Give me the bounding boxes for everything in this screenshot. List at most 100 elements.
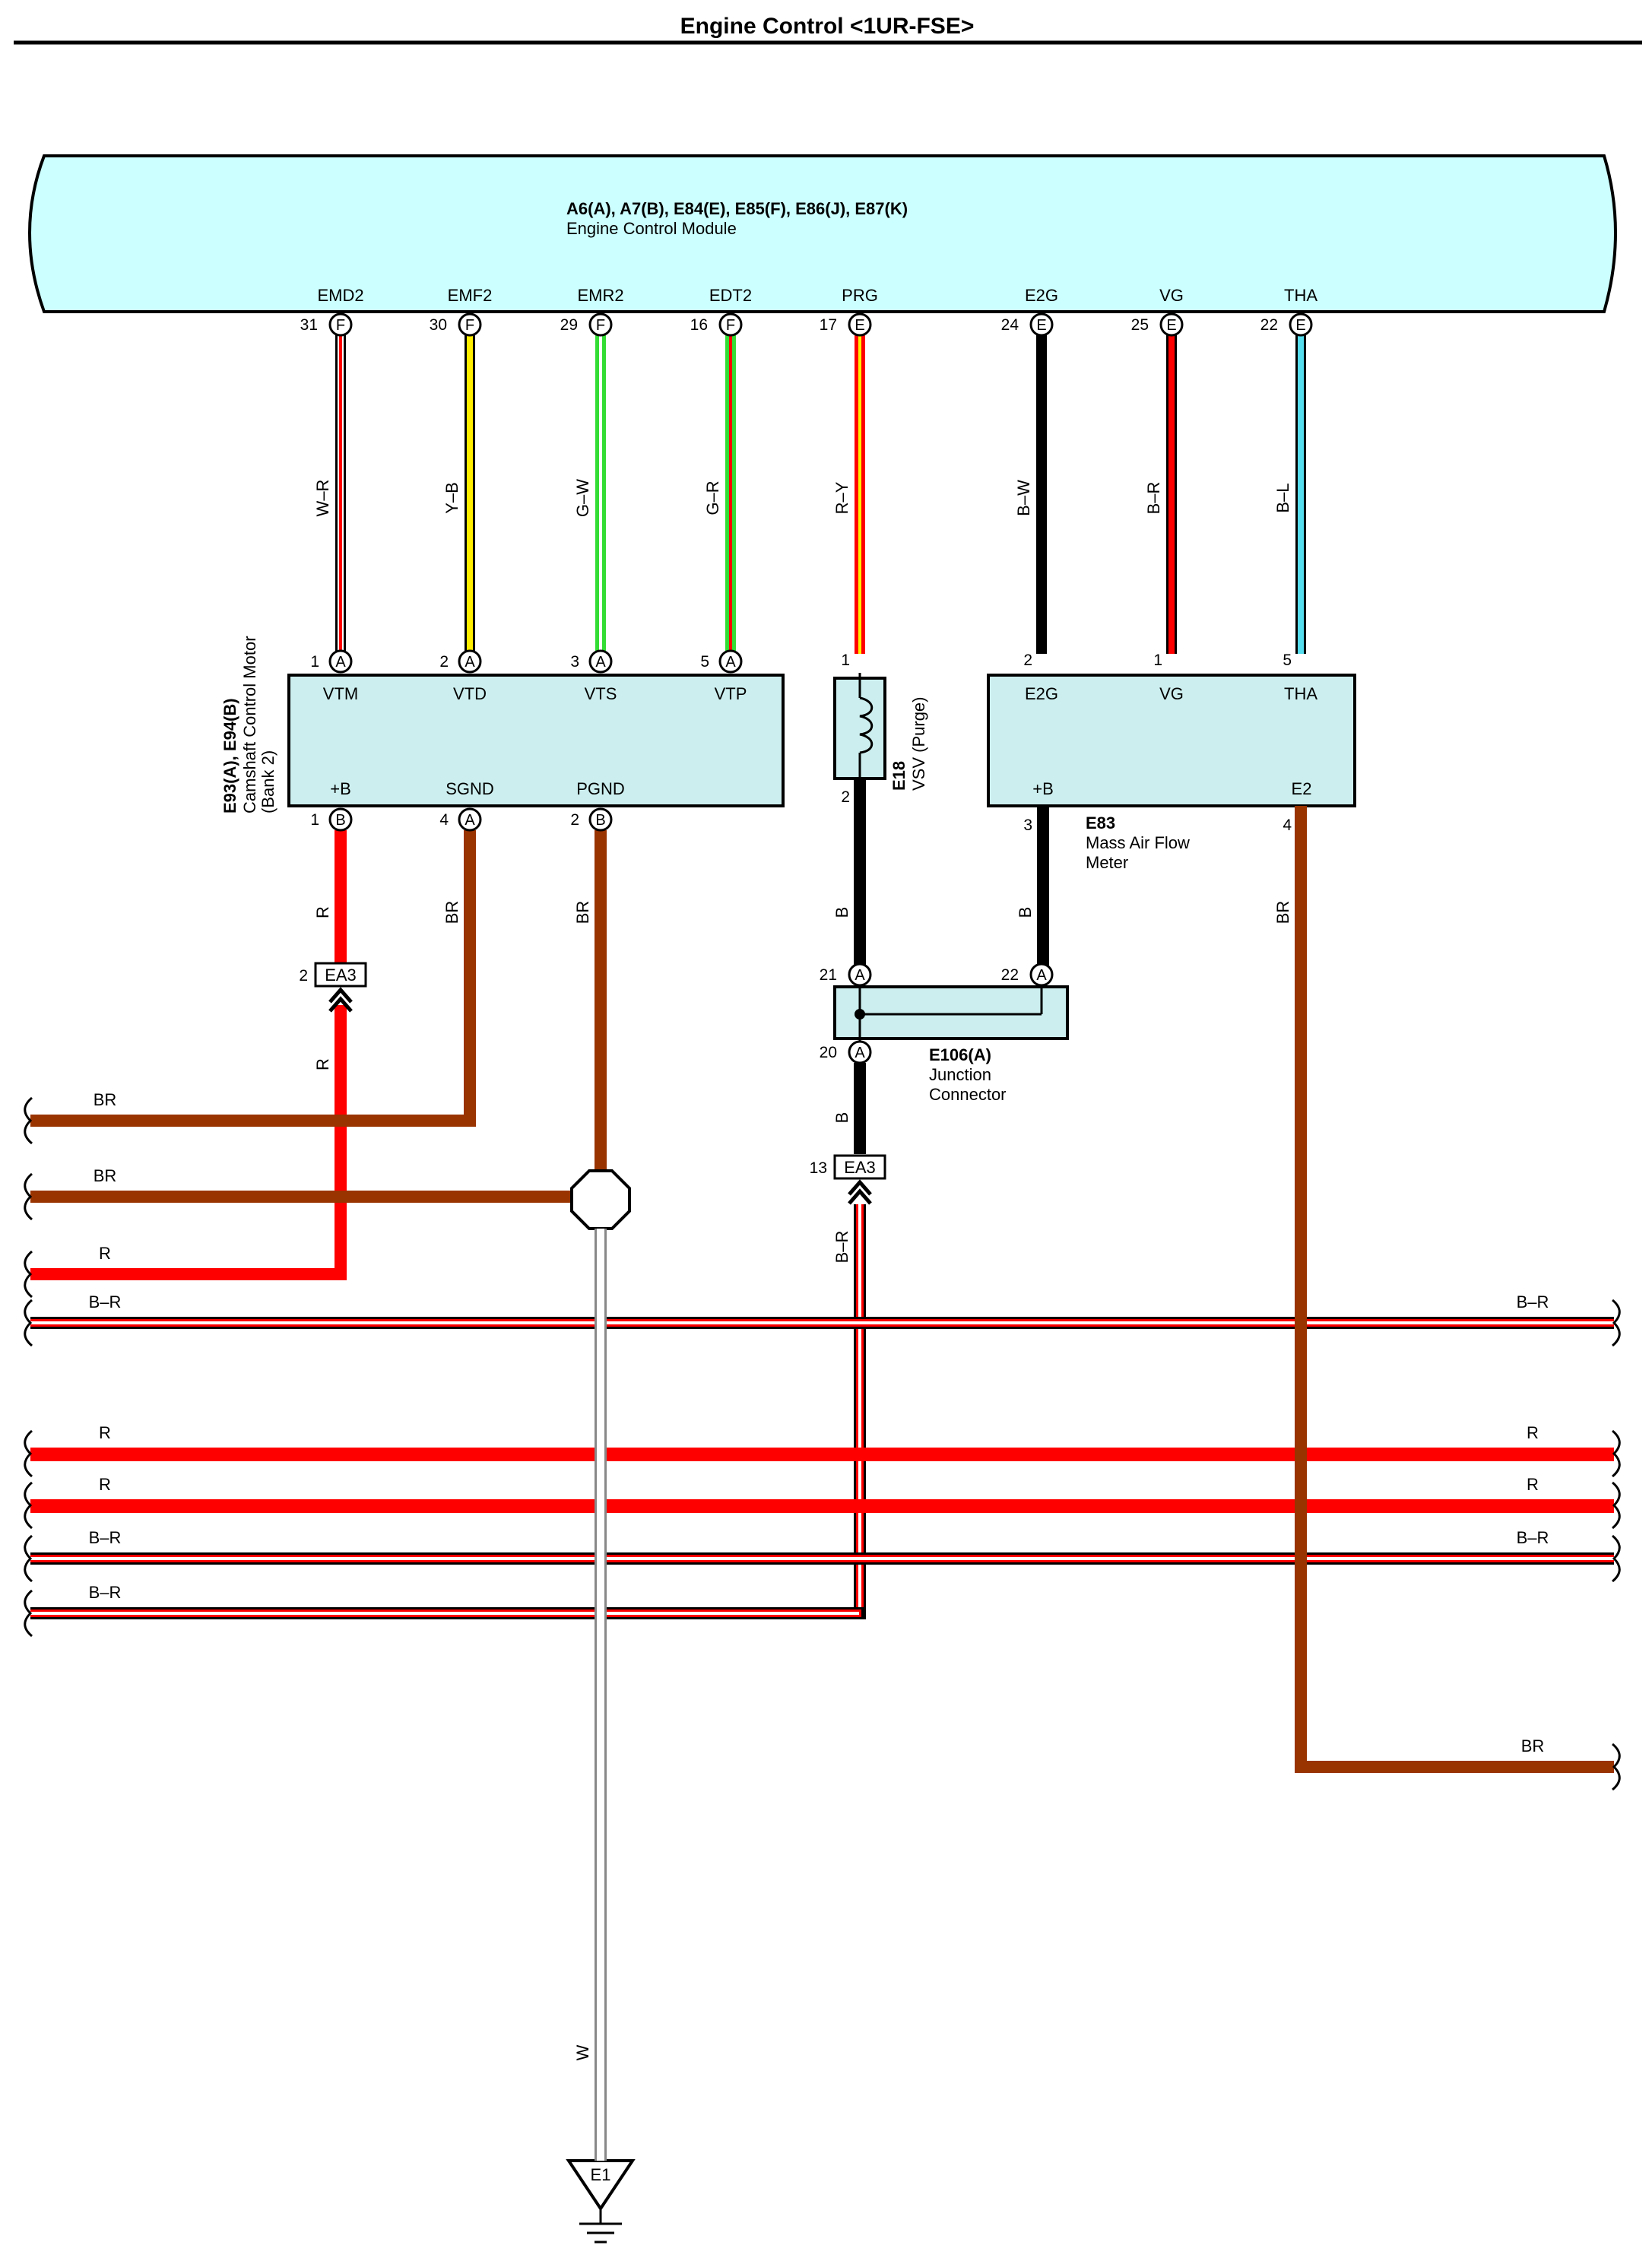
hwire-b-r-4 xyxy=(30,1317,1614,1329)
svg-text:E: E xyxy=(855,317,864,334)
ecm-pin-29: F 29 xyxy=(560,312,613,337)
wire-b-r-ea3-right xyxy=(854,1204,866,1619)
wire-label-y-b: Y–B xyxy=(442,482,461,514)
svg-text:24: 24 xyxy=(1001,316,1019,334)
svg-text:29: 29 xyxy=(560,316,578,334)
side-label-left-1: BR xyxy=(94,1090,117,1109)
vsv-pin-top: 1 xyxy=(841,652,850,669)
ecm-pin-25: E 25 xyxy=(1131,312,1184,337)
side-label-right-6: R xyxy=(1527,1475,1539,1494)
svg-text:A: A xyxy=(465,812,475,829)
ecm-pin-22: E 22 xyxy=(1260,312,1313,337)
svg-text:16: 16 xyxy=(690,316,708,334)
hwire-r-3 xyxy=(30,1268,347,1280)
cam-pin-1a: A 1 xyxy=(310,649,353,674)
wire-br-sgnd xyxy=(464,830,476,1122)
svg-text:E1: E1 xyxy=(591,2165,611,2184)
svg-text:3: 3 xyxy=(570,653,579,671)
svg-text:E: E xyxy=(1036,317,1046,334)
side-label-right-4: B–R xyxy=(1517,1292,1549,1311)
ground-e1-icon: E1 xyxy=(566,2159,636,2244)
wire-b-r xyxy=(1166,335,1177,654)
ecm-pin-30: F 30 xyxy=(430,312,482,337)
wire-label-g-w: G–W xyxy=(573,479,592,517)
hwire-br-e2 xyxy=(1295,1761,1614,1773)
svg-text:13: 13 xyxy=(810,1159,827,1177)
wire-label-w-r: W–R xyxy=(313,480,332,517)
cam-pin-1b: B 1 xyxy=(310,807,353,832)
cam-pin-2b: B 2 xyxy=(570,807,613,832)
wire-r-plusb xyxy=(335,830,347,975)
ecm-pin-24: E 24 xyxy=(1001,312,1054,337)
hwire-r-6 xyxy=(30,1499,1614,1513)
svg-text:22: 22 xyxy=(1001,966,1019,984)
wire-label-b-vsv: B xyxy=(832,907,851,918)
svg-text:A: A xyxy=(465,654,475,671)
maf-term-tha: THA xyxy=(1284,684,1317,703)
svg-text:A: A xyxy=(855,967,865,984)
ecm-pin-31: F 31 xyxy=(300,312,353,337)
svg-text:A: A xyxy=(595,654,606,671)
wire-r-ea3-below xyxy=(335,1005,347,1280)
svg-text:20: 20 xyxy=(820,1044,837,1061)
svg-text:B: B xyxy=(335,812,345,829)
junction-id: E106(A) xyxy=(929,1045,991,1064)
wire-label-g-r: G–R xyxy=(703,480,722,515)
svg-text:31: 31 xyxy=(300,316,318,334)
cam-term-vtp: VTP xyxy=(715,684,747,703)
cam-pin-2a: A 2 xyxy=(439,649,482,674)
cam-pin-4a: A 4 xyxy=(439,807,482,832)
wire-g-w xyxy=(595,335,606,654)
cam-term-vtm: VTM xyxy=(323,684,358,703)
wire-b-vsv xyxy=(854,779,866,975)
maf-pin-4: 4 xyxy=(1283,817,1292,834)
svg-text:5: 5 xyxy=(700,653,709,671)
camshaft-motor-box xyxy=(287,674,785,807)
wire-label-b-maf: B xyxy=(1016,907,1035,918)
junction-box xyxy=(833,985,1069,1040)
wire-b-w xyxy=(1036,335,1047,654)
vsv-pin-bottom: 2 xyxy=(841,788,850,806)
svg-text:EA3: EA3 xyxy=(844,1158,876,1177)
wire-w-r xyxy=(335,335,346,654)
hwire-b-r-8 xyxy=(30,1607,866,1619)
svg-text:A: A xyxy=(855,1045,865,1061)
svg-text:B: B xyxy=(595,812,605,829)
cam-term-sgnd: SGND xyxy=(446,779,494,798)
ecm-term-emd2: EMD2 xyxy=(317,286,363,305)
svg-text:2: 2 xyxy=(299,967,308,985)
svg-text:17: 17 xyxy=(820,316,837,334)
side-label-right-9: BR xyxy=(1521,1736,1545,1755)
svg-text:F: F xyxy=(336,317,345,334)
ecm-term-tha: THA xyxy=(1284,286,1317,305)
maf-term-vg: VG xyxy=(1159,684,1184,703)
wire-label-r-y: R–Y xyxy=(832,481,851,514)
ecm-term-prg: PRG xyxy=(842,286,878,305)
junction-name-1: Junction xyxy=(929,1065,991,1084)
svg-text:E: E xyxy=(1295,317,1305,334)
svg-text:F: F xyxy=(465,317,474,334)
cam-pin-5a: A 5 xyxy=(700,649,743,674)
wire-g-r xyxy=(725,335,736,654)
wire-label-r-plusb: R xyxy=(313,906,332,918)
svg-text:A: A xyxy=(725,654,736,671)
svg-text:4: 4 xyxy=(439,811,449,829)
svg-text:21: 21 xyxy=(820,966,837,984)
ecm-box xyxy=(28,154,1617,313)
ecm-term-edt2: EDT2 xyxy=(709,286,752,305)
wire-br-e2-overlay xyxy=(1295,1292,1307,1773)
side-label-left-8: B–R xyxy=(89,1583,122,1602)
ecm-term-emf2: EMF2 xyxy=(448,286,493,305)
wire-label-b-w: B–W xyxy=(1014,480,1033,516)
vsv-name: VSV (Purge) xyxy=(909,697,928,791)
cam-pin-3a: A 3 xyxy=(570,649,613,674)
wire-label-b-r-ea3: B–R xyxy=(832,1231,851,1264)
wire-label-br-sgnd: BR xyxy=(442,901,461,924)
side-label-left-5: R xyxy=(99,1423,111,1442)
svg-text:E: E xyxy=(1166,317,1176,334)
maf-pin-3: 3 xyxy=(1023,817,1032,834)
side-label-left-4: B–R xyxy=(89,1292,122,1311)
cam-term-pgnd: PGND xyxy=(576,779,625,798)
side-label-left-3: R xyxy=(99,1244,111,1263)
